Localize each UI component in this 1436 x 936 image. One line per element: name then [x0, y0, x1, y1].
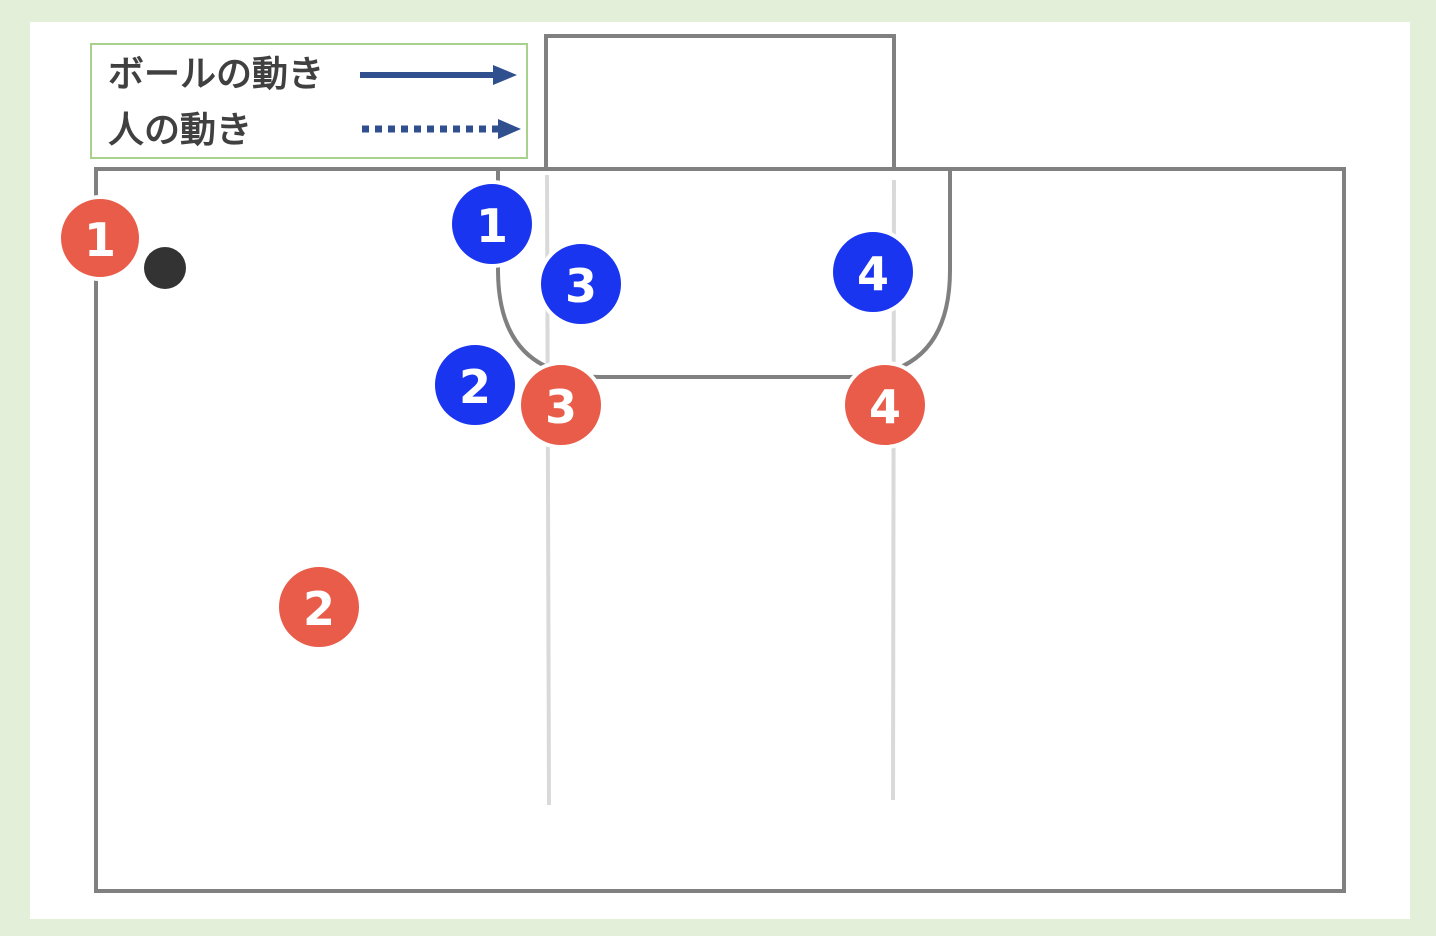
- svg-text:3: 3: [545, 380, 577, 434]
- svg-text:4: 4: [857, 247, 889, 301]
- top-box: [544, 34, 896, 169]
- svg-text:4: 4: [869, 380, 901, 434]
- defense-player-2[interactable]: 2: [431, 341, 519, 429]
- svg-text:2: 2: [303, 582, 335, 636]
- legend-player-movement-label: 人の動き: [108, 110, 253, 151]
- legend: ボールの動き 人の動き: [90, 43, 528, 159]
- legend-ball-movement-label: ボールの動き: [108, 54, 325, 95]
- defense-player-3[interactable]: 3: [537, 240, 625, 328]
- dotted-arrow-icon: [362, 119, 521, 139]
- offense-player-3[interactable]: 3: [517, 361, 605, 449]
- solid-arrow-icon: [360, 65, 517, 85]
- svg-text:1: 1: [84, 213, 116, 267]
- offense-player-4[interactable]: 4: [841, 361, 929, 449]
- diagram-panel: [30, 22, 1410, 919]
- ball: [144, 247, 186, 289]
- svg-text:3: 3: [565, 259, 597, 313]
- svg-text:1: 1: [476, 199, 508, 253]
- defense-player-4[interactable]: 4: [829, 228, 917, 316]
- key-area: [496, 169, 952, 379]
- offense-player-2[interactable]: 2: [275, 563, 363, 651]
- offense-player-1[interactable]: 1: [57, 195, 143, 281]
- defense-player-1[interactable]: 1: [448, 180, 536, 268]
- court-boundary: [94, 167, 1346, 893]
- svg-text:2: 2: [459, 360, 491, 414]
